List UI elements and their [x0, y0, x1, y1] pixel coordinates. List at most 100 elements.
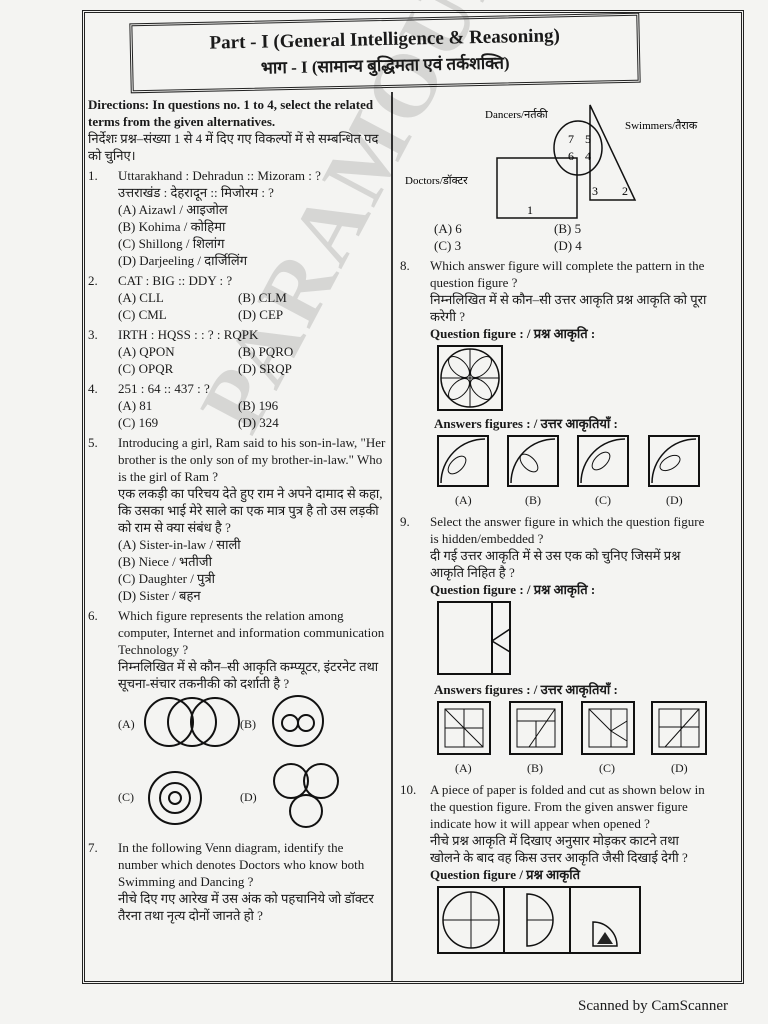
option-d[interactable]: (D): [671, 761, 688, 775]
question-9-answers: (A) (B) (C) (D): [437, 701, 709, 777]
venn-region-3: 3: [592, 184, 598, 198]
option-a[interactable]: (A): [455, 493, 472, 507]
option-a[interactable]: (A) CLL: [118, 290, 164, 305]
answer-figure-d[interactable]: [651, 701, 709, 757]
option-a[interactable]: (A) Aizawl / आइजोल: [118, 202, 228, 217]
option-a-figure: [144, 697, 240, 747]
answer-figure-c[interactable]: [581, 701, 637, 757]
question-number: 1.: [88, 168, 98, 183]
question-text: Introducing a girl, Ram said to his son-…: [118, 435, 386, 484]
question-text: 251 : 64 :: 437 : ?: [118, 381, 210, 396]
venn-label-dancers: Dancers/नर्तकी: [485, 108, 548, 121]
question-text: IRTH : HQSS : : ? : RQPK: [118, 327, 259, 342]
option-a[interactable]: (A): [455, 761, 472, 775]
question-8: 8. Which answer figure will complete the…: [400, 257, 710, 342]
left-column: Directions: In questions no. 1 to 4, sel…: [88, 96, 386, 927]
venn-region-1: 1: [527, 203, 533, 217]
question-text-hi: नीचे दिए गए आरेख में उस अंक को पहचानिये …: [118, 891, 374, 923]
option-c[interactable]: (C): [595, 493, 611, 507]
question-text: In the following Venn diagram, identify …: [118, 840, 365, 889]
question-10: 10. A piece of paper is folded and cut a…: [400, 781, 710, 883]
option-c[interactable]: (C) CML: [118, 307, 167, 322]
option-b[interactable]: (B) 196: [238, 398, 279, 413]
question-number: 5.: [88, 435, 98, 450]
question-7: 7. In the following Venn diagram, identi…: [88, 839, 386, 924]
option-a[interactable]: (A) Sister-in-law / साली: [118, 537, 241, 552]
option-b[interactable]: (B) Niece / भतीजी: [118, 554, 212, 569]
question-3: 3. IRTH : HQSS : : ? : RQPK (A) QPON(B) …: [88, 326, 386, 377]
question-text-hi: निम्नलिखित में से कौन–सी उत्तर आकृति प्र…: [430, 292, 707, 324]
option-b[interactable]: (B): [240, 717, 256, 731]
option-b[interactable]: (B) 5: [554, 221, 582, 236]
question-4: 4. 251 : 64 :: 437 : ? (A) 81(B) 196 (C)…: [88, 380, 386, 431]
answer-figures-label: Answers figures : / उत्तर आकृतियाँ :: [434, 416, 618, 431]
option-b[interactable]: (B): [525, 493, 541, 507]
option-a[interactable]: (A) 6: [434, 221, 462, 236]
option-b[interactable]: (B) Kohima / कोहिमा: [118, 219, 226, 234]
option-c[interactable]: (C): [599, 761, 615, 775]
venn-region-6: 6: [568, 149, 574, 163]
option-d[interactable]: (D) CEP: [238, 307, 284, 322]
question-text: CAT : BIG :: DDY : ?: [118, 273, 233, 288]
answer-figure-b[interactable]: [509, 701, 565, 757]
option-d[interactable]: (D): [240, 790, 257, 804]
section-title: Part - I (General Intelligence & Reasoni…: [129, 12, 641, 94]
option-d-figure: [273, 763, 339, 828]
question-text-hi: निम्नलिखित में से कौन–सी आकृति कम्प्यूटर…: [118, 659, 379, 691]
answer-figure-a[interactable]: [437, 701, 493, 757]
right-column: 7 5 6 4 3 2 1 Dancers/नर्तकी Swimmers/तै…: [400, 100, 710, 956]
question-8-figure: [437, 345, 503, 411]
question-1: 1. Uttarakhand : Dehradun :: Mizoram : ?…: [88, 167, 386, 269]
question-number: 8.: [400, 258, 410, 273]
answer-figure-b[interactable]: [507, 435, 561, 489]
page-border: [82, 10, 744, 984]
option-c[interactable]: (C) Shillong / शिलांग: [118, 236, 225, 251]
question-text: Select the answer figure in which the qu…: [430, 514, 705, 546]
answer-figure-c[interactable]: [577, 435, 631, 489]
venn-label-doctors: Doctors/डॉक्टर: [405, 174, 468, 187]
option-d[interactable]: (D) Darjeeling / दार्जिलिंग: [118, 253, 248, 268]
directions-en: Directions: In questions no. 1 to 4, sel…: [88, 97, 374, 129]
directions-hi: निर्देशः प्रश्न–संख्या 1 से 4 में दिए गए…: [88, 131, 379, 163]
option-d[interactable]: (D) SRQP: [238, 361, 292, 376]
venn-label-swimmers: Swimmers/तैराक: [625, 119, 698, 132]
option-c-figure: [148, 771, 202, 825]
option-b[interactable]: (B) CLM: [238, 290, 287, 305]
question-text-hi: एक लकड़ी का परिचय देते हुए राम ने अपने द…: [118, 486, 383, 535]
question-7-options: (A) 6 (B) 5 (C) 3 (D) 4: [400, 220, 710, 254]
question-text: A piece of paper is folded and cut as sh…: [430, 782, 705, 831]
scanner-footer: Scanned by CamScanner: [578, 998, 728, 1014]
question-text-hi: नीचे प्रश्न आकृति में दिखाए अनुसार मोड़क…: [430, 833, 688, 865]
question-6-options: (A) (B) (C) (D): [88, 695, 386, 835]
option-d[interactable]: (D): [666, 493, 683, 507]
option-c[interactable]: (C) 169: [118, 415, 159, 430]
option-c[interactable]: (C): [118, 790, 134, 804]
option-b[interactable]: (B): [527, 761, 543, 775]
option-c[interactable]: (C) 3: [434, 238, 462, 253]
option-b[interactable]: (B) PQRO: [238, 344, 294, 359]
question-9: 9. Select the answer figure in which the…: [400, 513, 710, 598]
question-text-hi: उत्तराखंड : देहरादून :: मिजोरम : ?: [118, 185, 274, 200]
answer-figure-d[interactable]: [648, 435, 702, 489]
option-c[interactable]: (C) OPQR: [118, 361, 174, 376]
question-number: 10.: [400, 782, 417, 797]
venn-region-7: 7: [568, 132, 574, 146]
option-a[interactable]: (A) QPON: [118, 344, 175, 359]
option-d[interactable]: (D) Sister / बहन: [118, 588, 201, 603]
option-c[interactable]: (C) Daughter / पुत्री: [118, 571, 215, 586]
option-d[interactable]: (D) 4: [554, 238, 582, 253]
option-d[interactable]: (D) 324: [238, 415, 279, 430]
question-text-hi: दी गई उत्तर आकृति में से उस एक को चुनिए …: [430, 548, 681, 580]
question-10-figure: [437, 886, 641, 954]
option-a[interactable]: (A) 81: [118, 398, 153, 413]
question-figure-label: Question figure : / प्रश्न आकृति :: [430, 326, 596, 341]
question-number: 6.: [88, 608, 98, 623]
question-text: Uttarakhand : Dehradun :: Mizoram : ?: [118, 168, 321, 183]
question-8-answers: (A) (B) (C) (D): [437, 435, 709, 509]
question-text: Which figure represents the relation amo…: [118, 608, 385, 657]
question-number: 7.: [88, 840, 98, 855]
question-number: 9.: [400, 514, 410, 529]
option-a[interactable]: (A): [118, 717, 135, 731]
answer-figure-a[interactable]: [437, 435, 491, 489]
venn-diagram: 7 5 6 4 3 2 1 Dancers/नर्तकी Swimmers/तै…: [405, 104, 698, 219]
